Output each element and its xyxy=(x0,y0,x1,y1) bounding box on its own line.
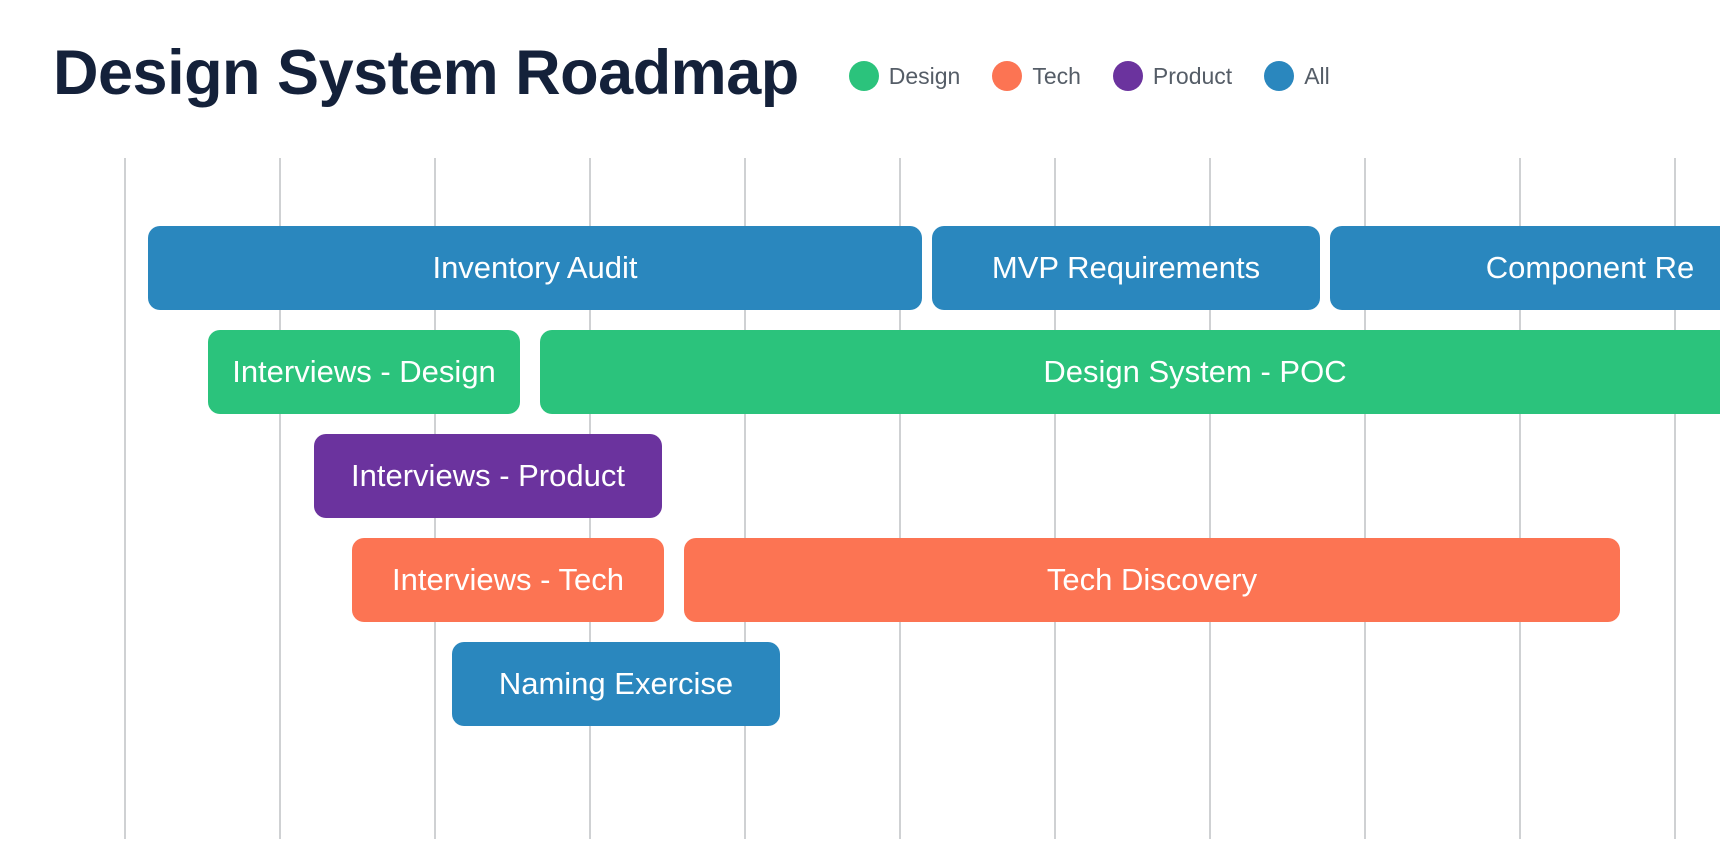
gridline xyxy=(1364,158,1366,839)
legend-item-tech: Tech xyxy=(992,61,1081,91)
task-bar-naming-exercise[interactable]: Naming Exercise xyxy=(452,642,780,726)
legend-dot-icon xyxy=(1264,61,1295,91)
roadmap-timeline: Inventory Audit MVP Requirements Component… xyxy=(0,158,1720,839)
legend-item-all: All xyxy=(1264,61,1330,91)
task-label: Component Re xyxy=(1485,250,1695,285)
page-title: Design System Roadmap xyxy=(53,38,799,108)
task-label: Tech Discovery xyxy=(1046,562,1258,597)
legend-item-product: Product xyxy=(1112,61,1233,91)
gridline xyxy=(899,158,901,839)
legend-item-design: Design xyxy=(848,61,961,91)
task-label: Interviews - Design xyxy=(232,354,496,389)
task-label: MVP Requirements xyxy=(991,250,1261,285)
legend-label: Tech xyxy=(1032,62,1081,89)
gridline xyxy=(1209,158,1211,839)
gridline xyxy=(744,158,746,839)
task-bar-interviews-design[interactable]: Interviews - Design xyxy=(208,330,520,414)
legend-label: Design xyxy=(888,62,961,89)
gridline xyxy=(1674,158,1676,839)
task-bar-interviews-product[interactable]: Interviews - Product xyxy=(314,434,662,518)
task-bar-design-system-poc[interactable]: Design System - POC xyxy=(540,330,1720,414)
task-bar-interviews-tech[interactable]: Interviews - Tech xyxy=(352,538,664,622)
task-label: Naming Exercise xyxy=(498,666,734,701)
legend: Design Tech Product All xyxy=(848,61,1362,91)
task-bar-component-re[interactable]: Component Re xyxy=(1330,226,1720,310)
task-label: Interviews - Product xyxy=(351,458,625,493)
gridline xyxy=(124,158,126,839)
legend-dot-icon xyxy=(1112,61,1143,91)
header: Design System Roadmap Design Tech Product A… xyxy=(53,28,1362,118)
task-bar-mvp-requirements[interactable]: MVP Requirements xyxy=(932,226,1320,310)
legend-label: Product xyxy=(1152,62,1233,89)
gridline xyxy=(1519,158,1521,839)
gridline xyxy=(1054,158,1056,839)
task-bar-tech-discovery[interactable]: Tech Discovery xyxy=(684,538,1620,622)
gridline xyxy=(279,158,281,839)
task-label: Inventory Audit xyxy=(432,250,638,285)
legend-dot-icon xyxy=(992,61,1023,91)
task-label: Design System - POC xyxy=(1043,354,1347,389)
task-bar-inventory-audit[interactable]: Inventory Audit xyxy=(148,226,922,310)
legend-dot-icon xyxy=(848,61,879,91)
legend-label: All xyxy=(1304,62,1330,89)
task-label: Interviews - Tech xyxy=(391,562,624,597)
